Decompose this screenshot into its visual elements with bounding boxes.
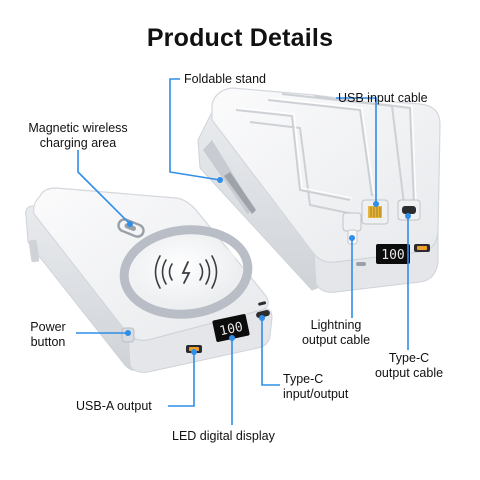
back-front-face xyxy=(313,231,439,293)
indicator-slot xyxy=(258,301,267,306)
back-power-bank: 100 xyxy=(197,87,441,293)
magnetic-charging-pad xyxy=(119,225,253,319)
label-power-line2: button xyxy=(30,335,66,349)
leader-magnetic xyxy=(77,150,131,225)
label-typec-input-output: Type-C input/output xyxy=(283,372,348,402)
front-typec-port xyxy=(256,310,270,318)
label-magnetic-line1: Magnetic wireless xyxy=(28,121,128,135)
front-power-bank: 100 xyxy=(25,187,273,373)
label-typec-io-line1: Type-C xyxy=(283,372,324,386)
label-foldable-stand: Foldable stand xyxy=(184,72,267,86)
usb-input-connector xyxy=(361,199,389,225)
label-power-button: Power button xyxy=(20,320,76,350)
stand-hinge xyxy=(224,172,256,214)
page-title: Product Details xyxy=(146,24,334,52)
leader-lines xyxy=(76,78,411,425)
leader-usba xyxy=(168,352,195,407)
label-lightning-cable: Lightning output cable xyxy=(284,318,388,348)
side-slot xyxy=(28,239,40,263)
back-status-slot xyxy=(356,262,366,266)
label-led-display: LED digital display xyxy=(172,429,275,443)
front-led-display xyxy=(212,314,250,342)
label-power-line1: Power xyxy=(30,320,66,334)
cable-grooves xyxy=(235,93,415,216)
label-typec-out-line1: Type-C xyxy=(388,351,430,365)
label-usba-output: USB-A output xyxy=(76,399,152,413)
leader-typec-io xyxy=(261,318,280,386)
back-led-display xyxy=(376,244,410,264)
lightning-connector xyxy=(342,212,362,245)
label-magnetic-line2: charging area xyxy=(39,136,117,150)
leader-foldable-stand xyxy=(169,78,221,181)
label-typec-io-line2: input/output xyxy=(283,387,349,401)
label-lightning-line1: Lightning xyxy=(310,318,362,332)
label-lightning-line2: output cable xyxy=(301,333,371,347)
wireless-charging-icon xyxy=(154,255,218,289)
label-typec-out-line2: output cable xyxy=(374,366,444,380)
label-usb-input-cable: USB input cable xyxy=(338,91,428,105)
label-magnetic-wireless: Magnetic wireless charging area xyxy=(10,121,146,151)
leader-usb-input xyxy=(336,97,377,204)
typec-connector xyxy=(397,199,421,221)
front-led-readout: 100 xyxy=(218,320,244,340)
back-led-readout: 100 xyxy=(381,248,404,263)
label-typec-output-cable: Type-C output cable xyxy=(362,351,456,381)
